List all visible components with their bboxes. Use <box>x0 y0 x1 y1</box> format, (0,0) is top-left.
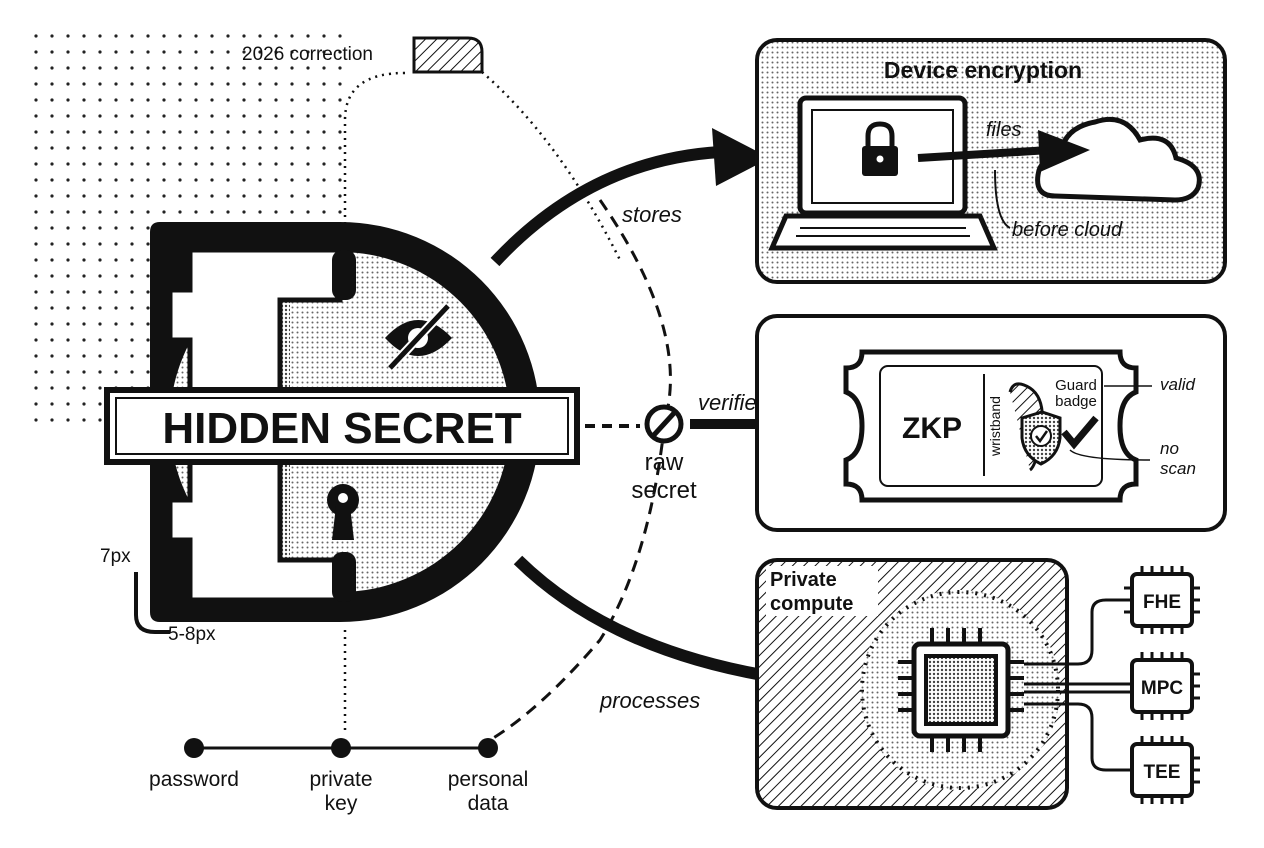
timeline-dot-password <box>184 738 204 758</box>
tee-label: TEE <box>1144 762 1181 783</box>
compute-title-line2: compute <box>770 593 853 615</box>
fhe-chip: FHE <box>1124 566 1200 634</box>
no-scan-label-line2: scan <box>1160 459 1196 478</box>
secret-types-timeline: password private key personal data <box>149 630 528 815</box>
timeline-label-key: key <box>325 792 358 815</box>
correction-leader-left <box>343 71 406 230</box>
correction-swatch <box>412 36 484 74</box>
compute-title-line1: Private <box>770 569 837 591</box>
timeline-label-personal: personal <box>448 768 529 791</box>
timeline-label-private: private <box>309 768 372 791</box>
device-panel-title: Device encryption <box>884 57 1082 83</box>
zkp-label: ZKP <box>902 412 962 445</box>
timeline-dot-private-key <box>331 738 351 758</box>
keyhole-icon <box>327 484 359 540</box>
compute-method-chips: FHE MPC TEE <box>1024 566 1200 804</box>
mpc-chip: MPC <box>1130 652 1200 720</box>
cloud-icon <box>1035 116 1202 203</box>
correction-label: 2026 correction <box>242 44 373 65</box>
center-title: HIDDEN SECRET <box>162 404 521 453</box>
stores-label: stores <box>622 202 682 227</box>
timeline-label-data: data <box>468 792 509 815</box>
cpu-chip-icon <box>898 628 1024 752</box>
dimension-large-label: 5-8px <box>168 624 216 645</box>
dimension-small-label: 7px <box>100 546 131 567</box>
no-entry-icon <box>644 404 684 444</box>
zkp-ticket <box>843 349 1139 503</box>
timeline-label-password: password <box>149 768 239 791</box>
processes-label: processes <box>599 688 700 713</box>
zkp-panel: ZKP wristband Guard badge valid no scan <box>755 314 1227 532</box>
mpc-label: MPC <box>1141 678 1184 699</box>
padlock-icon <box>862 121 898 176</box>
no-scan-label-line1: no <box>1160 439 1179 458</box>
dashed-boundary-arc <box>489 199 672 742</box>
wristband-label: wristband <box>987 396 1003 457</box>
raw-secret-label-line2: secret <box>631 477 697 504</box>
device-encryption-panel: Device encryption files before cloud <box>755 38 1227 284</box>
tee-chip: TEE <box>1130 736 1200 804</box>
before-cloud-label: before cloud <box>1012 219 1123 241</box>
hidden-secret-banner: HIDDEN SECRET <box>104 387 580 465</box>
fhe-label: FHE <box>1143 592 1181 613</box>
correction-leader-right <box>481 71 622 261</box>
valid-label: valid <box>1160 375 1196 394</box>
guard-label-line2: badge <box>1055 393 1097 410</box>
shield-check-icon <box>1020 410 1062 466</box>
raw-secret-label-line1: raw <box>645 449 684 476</box>
guard-label-line1: Guard <box>1055 377 1097 394</box>
correction-note: 2026 correction <box>242 36 622 261</box>
eye-slash-icon <box>385 302 452 372</box>
files-arrow <box>917 146 1051 162</box>
stores-arrow <box>490 146 721 267</box>
private-compute-panel: Private compute <box>755 558 1069 810</box>
checkmark-icon <box>1061 415 1099 450</box>
files-label: files <box>986 119 1022 141</box>
dimension-callouts: 7px 5-8px <box>100 546 216 645</box>
timeline-dot-personal-data <box>478 738 498 758</box>
